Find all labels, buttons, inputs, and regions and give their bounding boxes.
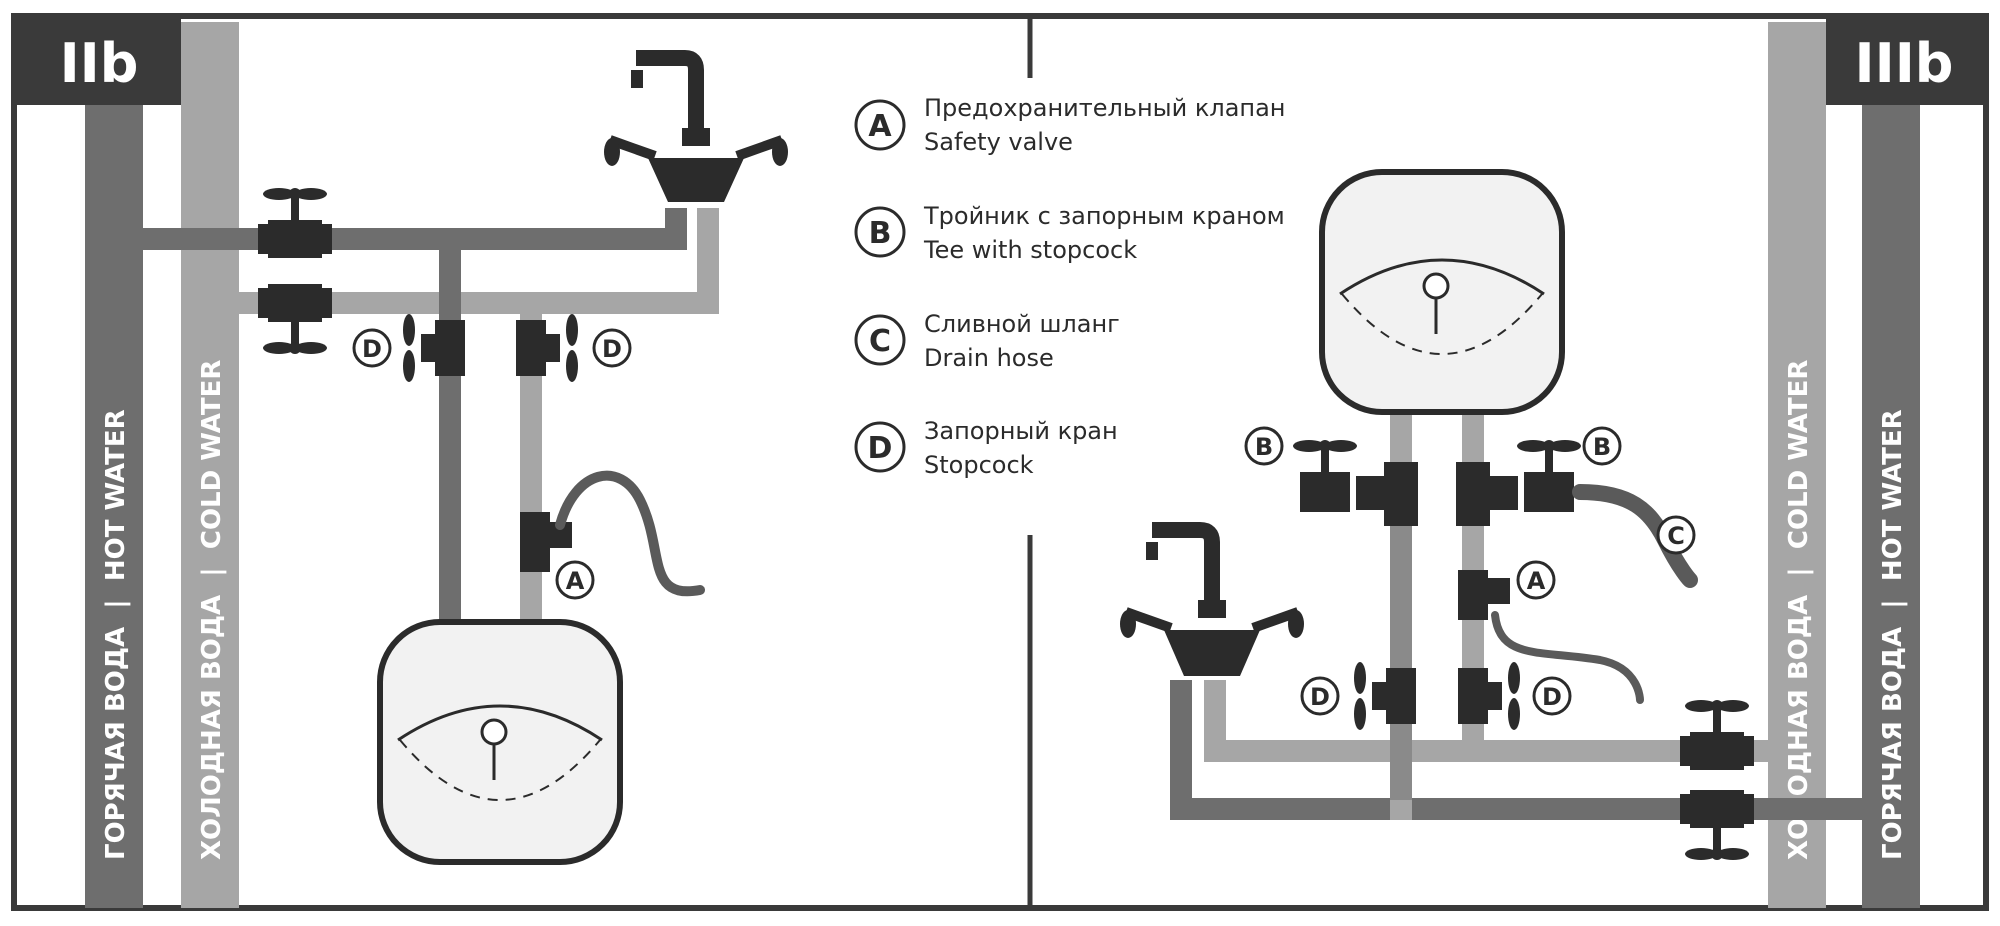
- panel-tab-left: [17, 19, 181, 105]
- callout-a-right: A: [1516, 560, 1556, 600]
- stopcock-hot-right: [1354, 662, 1416, 730]
- water-heater-tank-right: [1319, 169, 1565, 415]
- legend-item-a: A Предохранительный клапан Safety valve: [854, 94, 1286, 156]
- svg-text:D: D: [868, 431, 893, 466]
- callout-b-right-2: B: [1582, 426, 1622, 466]
- svg-text:D: D: [1310, 683, 1330, 711]
- callout-d-right-1: D: [1300, 676, 1340, 716]
- legend-item-b: B Тройник с запорным краном Tee with sto…: [854, 202, 1285, 264]
- callout-d-left-2: D: [592, 328, 632, 368]
- cold-riser-left: [181, 22, 239, 908]
- legend-en-b: Tee with stopcock: [923, 236, 1137, 264]
- callout-c-right: C: [1656, 515, 1696, 555]
- legend-en-d: Stopcock: [924, 451, 1034, 479]
- hot-rise-right-inner: [1390, 500, 1412, 800]
- hot-riser-left: [85, 105, 143, 908]
- hot-water-label-left: ГОРЯЧАЯ ВОДА | HOT WATER: [101, 409, 131, 860]
- hot-drop-left: [439, 250, 461, 625]
- legend-badge-a: [854, 99, 906, 151]
- legend-item-c: C Сливной шланг Drain hose: [854, 310, 1120, 372]
- svg-text:A: A: [1527, 567, 1546, 595]
- safety-valve-left: [520, 512, 572, 572]
- callout-d-left-1: D: [352, 328, 392, 368]
- legend-ru-c: Сливной шланг: [924, 310, 1120, 338]
- svg-text:C: C: [869, 324, 891, 359]
- svg-text:D: D: [602, 335, 622, 363]
- cold-riser-right: [1768, 22, 1826, 908]
- stopcock-cold-left: [516, 314, 578, 382]
- stopcock-hot-left: [403, 314, 465, 382]
- legend-badge-d: [854, 421, 906, 473]
- legend-en-c: Drain hose: [924, 344, 1054, 372]
- hot-to-tap-right: [1170, 680, 1192, 820]
- callout-d-right-2: D: [1532, 676, 1572, 716]
- hot-riser-valve-right: [1680, 790, 1754, 860]
- hot-branch-right: [1170, 798, 1862, 820]
- svg-text:A: A: [566, 567, 585, 595]
- legend-item-d: D Запорный кран Stopcock: [854, 417, 1118, 479]
- svg-text:C: C: [1667, 522, 1685, 550]
- cold-riser-valve-right: [1680, 700, 1754, 770]
- legend-ru-b: Тройник с запорным краном: [923, 202, 1285, 230]
- callout-b-right-1: B: [1244, 426, 1284, 466]
- water-heater-tank-left: [377, 619, 623, 865]
- panel-id-left: IIb: [60, 32, 139, 95]
- faucet-right: [1120, 522, 1304, 676]
- legend: A Предохранительный клапан Safety valve …: [854, 94, 1286, 479]
- stopcock-cold-right: [1458, 662, 1520, 730]
- panel-id-right: IIIb: [1855, 32, 1954, 95]
- svg-text:D: D: [1542, 683, 1562, 711]
- legend-ru-a: Предохранительный клапан: [924, 94, 1286, 122]
- svg-text:B: B: [1255, 433, 1273, 461]
- tee-stopcock-cold-right: [1456, 440, 1581, 526]
- drain-hose-left: [555, 470, 705, 597]
- legend-badge-c: [854, 314, 906, 366]
- hot-to-tap-left: [665, 208, 687, 250]
- cold-branch-right: [1204, 740, 1768, 762]
- svg-text:B: B: [1593, 433, 1611, 461]
- hot-riser-right: [1862, 105, 1920, 908]
- faucet-left: [604, 50, 788, 202]
- cold-water-label-right: ХОЛОДНАЯ ВОДА | COLD WATER: [1784, 360, 1814, 860]
- svg-text:D: D: [362, 335, 382, 363]
- legend-en-a: Safety valve: [924, 128, 1073, 156]
- hot-riser-valve-left: [258, 188, 332, 258]
- cold-riser-valve-left: [258, 284, 332, 354]
- cold-to-tap-right: [1204, 680, 1226, 762]
- panel-tab-right: [1826, 19, 1983, 105]
- legend-badge-b: [854, 206, 906, 258]
- callout-a-left: A: [555, 560, 595, 600]
- hot-branch-left: [143, 228, 683, 250]
- legend-ru-d: Запорный кран: [924, 417, 1118, 445]
- drain-hose-right-lower: [1491, 611, 1644, 704]
- safety-valve-right: [1458, 570, 1510, 620]
- hot-water-label-right: ГОРЯЧАЯ ВОДА | HOT WATER: [1878, 409, 1908, 860]
- svg-text:B: B: [869, 216, 892, 251]
- cold-water-label-left: ХОЛОДНАЯ ВОДА | COLD WATER: [197, 360, 227, 860]
- cold-branch-left: [239, 292, 719, 314]
- tee-stopcock-hot-right: [1293, 440, 1418, 526]
- cold-to-tap-left: [697, 208, 719, 314]
- svg-text:A: A: [868, 109, 892, 144]
- diagram-frame: [11, 13, 1989, 911]
